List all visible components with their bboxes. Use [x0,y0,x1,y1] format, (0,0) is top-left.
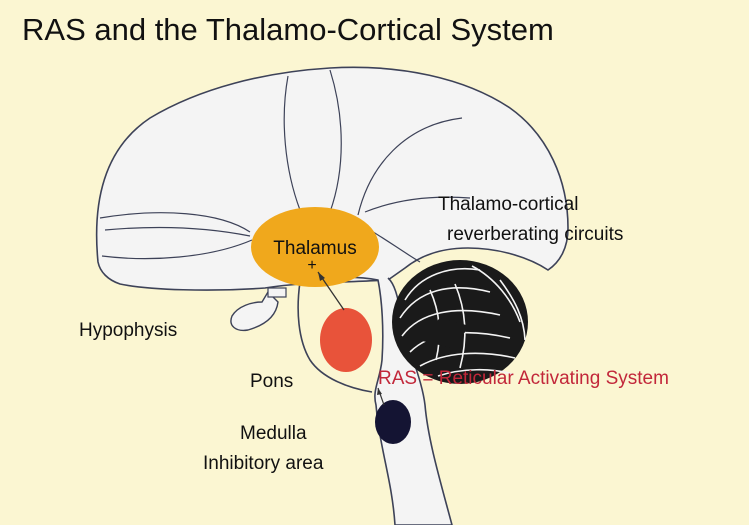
medulla-label-line1: Medulla [240,423,307,444]
ras-label: RAS = Reticular Activating System [378,368,669,389]
hypophysis-label: Hypophysis [79,320,177,341]
thalamus-plus-marker: + [307,257,316,274]
medulla-inhibitory-region [375,400,411,444]
thalamus-label: Thalamus [273,238,356,259]
cerebellum [392,260,528,384]
circuits-label-line2: reverberating circuits [447,224,623,245]
hypophysis-shape [231,288,286,330]
ras-region [320,308,372,372]
medulla-label-line2: Inhibitory area [203,453,324,474]
pons-label: Pons [250,371,293,392]
circuits-label-line1: Thalamo-cortical [438,194,578,215]
